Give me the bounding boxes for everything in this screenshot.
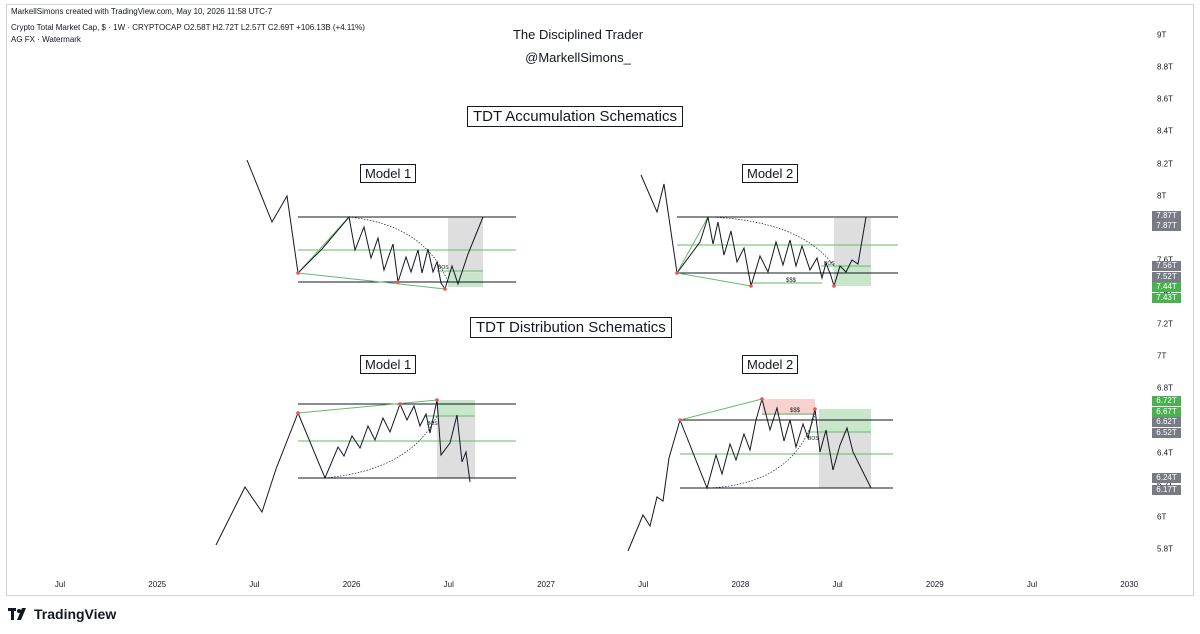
- acc-m2-price-path: [640, 174, 867, 288]
- distribution-title: TDT Distribution Schematics: [470, 317, 672, 338]
- x-tick-label: Jul: [443, 580, 454, 589]
- chart-frame: [6, 4, 1194, 596]
- x-tick-label: Jul: [638, 580, 649, 589]
- y-tick-label: 8.6T: [1157, 94, 1174, 104]
- acc-m1-bos-label: BOS: [438, 265, 449, 271]
- tradingview-logo-icon: [8, 608, 26, 620]
- dist-m1-arc: [324, 415, 438, 479]
- x-tick-label: 2030: [1120, 580, 1139, 589]
- indicator-line[interactable]: AG FX · Watermark: [11, 35, 81, 44]
- y-tick-label: 6T: [1157, 512, 1167, 522]
- dist-m2-pivot: [760, 397, 764, 401]
- y-tick-label: 8T: [1157, 191, 1167, 201]
- y-tick-label: 7.2T: [1157, 319, 1174, 329]
- y-tick-label: 5.8T: [1157, 544, 1174, 554]
- dist-m2-arc: [706, 413, 816, 489]
- acc-m2-gray-zone: [834, 218, 871, 266]
- dist-m1-trend: [297, 399, 438, 414]
- price-badge: 6.52T: [1152, 428, 1181, 439]
- y-tick-label: 9T: [1157, 30, 1167, 40]
- chart-canvas[interactable]: BOS BOS $$$ BOS: [6, 4, 1147, 576]
- dist-m2-trend: [679, 398, 763, 421]
- dist-m1-pivot: [398, 402, 402, 406]
- x-tick-label: Jul: [54, 580, 66, 589]
- dist-m1-gray-zone: [437, 416, 475, 478]
- acc-m1-pivot: [396, 280, 400, 284]
- x-tick-label: 2027: [537, 580, 555, 589]
- dist-m1-bos-label: BOS: [427, 421, 438, 427]
- acc-m2-pivot: [675, 271, 679, 275]
- y-tick-label: 7T: [1157, 351, 1167, 361]
- price-badge: 7.52T: [1152, 271, 1181, 282]
- acc-m2-bos-label: BOS: [824, 261, 835, 267]
- dist-m2-sss-label: $$$: [790, 408, 801, 414]
- price-badge: 6.72T: [1152, 396, 1181, 407]
- acc-m2-green-zone: [834, 266, 871, 286]
- acc-m1-arc: [348, 216, 449, 283]
- dist-model2-group: BOS $$$: [627, 397, 893, 552]
- acc-m1-pivot: [296, 271, 300, 275]
- dist-m1-green-zone: [437, 400, 475, 416]
- watermark-title: The Disciplined Trader: [512, 27, 644, 42]
- y-tick-label: 8.4T: [1157, 126, 1174, 136]
- x-tick-label: Jul: [1026, 580, 1038, 589]
- y-tick-label: 8.2T: [1157, 159, 1174, 168]
- acc-m1-trend-low: [297, 272, 446, 290]
- price-badge: 7.43T: [1152, 292, 1181, 303]
- price-badge: 7.56T: [1152, 261, 1181, 272]
- dist-m2-red-zone: [762, 399, 815, 415]
- price-badge: 7.44T: [1152, 282, 1181, 293]
- acc-model2-label: Model 2: [742, 164, 799, 183]
- dist-m1-pivot: [435, 398, 439, 402]
- acc-m1-pivot: [443, 287, 447, 291]
- price-badge: 7.87T: [1152, 210, 1181, 221]
- dist-m2-pivot: [813, 407, 817, 411]
- acc-m2-pivot: [832, 284, 836, 288]
- price-badge: 7.87T: [1152, 221, 1181, 232]
- acc-model2-group: BOS $$$: [640, 174, 898, 288]
- y-tick-label: 6.4T: [1157, 448, 1174, 458]
- accumulation-title: TDT Accumulation Schematics: [467, 106, 683, 127]
- dist-m1-price-path: [215, 399, 471, 546]
- price-badge: 6.17T: [1152, 484, 1181, 495]
- x-tick-label: 2029: [925, 580, 944, 589]
- acc-m1-green-zone: [448, 273, 483, 287]
- dist-m2-pivot: [678, 418, 682, 422]
- acc-m2-pivot: [749, 284, 753, 288]
- dist-model1-label: Model 1: [360, 355, 417, 374]
- y-tick-label: 8.8T: [1157, 62, 1174, 72]
- acc-m2-trend-high: [676, 216, 709, 274]
- author-line: MarkellSimons created with TradingView.c…: [11, 7, 273, 16]
- tradingview-logo[interactable]: TradingView: [8, 606, 116, 622]
- dist-model2-label: Model 2: [742, 355, 799, 374]
- symbol-line: Crypto Total Market Cap, $ · 1W · CRYPTO…: [11, 23, 365, 32]
- dist-m1-pivot: [296, 411, 300, 415]
- price-badge: 6.67T: [1152, 406, 1181, 417]
- x-tick-label: 2025: [148, 580, 167, 589]
- x-tick-label: 2026: [342, 580, 361, 589]
- y-tick-label: 7.6T: [1157, 255, 1174, 265]
- price-badge: 6.62T: [1152, 417, 1181, 428]
- x-tick-label: 2028: [731, 580, 750, 589]
- x-tick-label: Jul: [832, 580, 843, 589]
- y-tick-label: 6.8T: [1157, 383, 1174, 393]
- acc-m2-sss-label: $$$: [786, 278, 797, 284]
- acc-m2-arc: [707, 216, 835, 267]
- dist-m2-bos-label: BOS: [808, 436, 819, 442]
- tradingview-brand: TradingView: [34, 606, 117, 622]
- acc-model1-group: BOS: [246, 159, 516, 291]
- dist-m2-gray-zone: [819, 432, 871, 488]
- x-tick-label: Jul: [249, 580, 260, 589]
- acc-m2-trend-low: [676, 272, 752, 287]
- acc-model1-label: Model 1: [360, 164, 417, 183]
- watermark-handle: @MarkellSimons_: [525, 50, 631, 65]
- price-badge: 6.24T: [1152, 473, 1181, 484]
- acc-m1-gray-zone: [448, 218, 483, 273]
- dist-model1-group: BOS: [215, 398, 516, 546]
